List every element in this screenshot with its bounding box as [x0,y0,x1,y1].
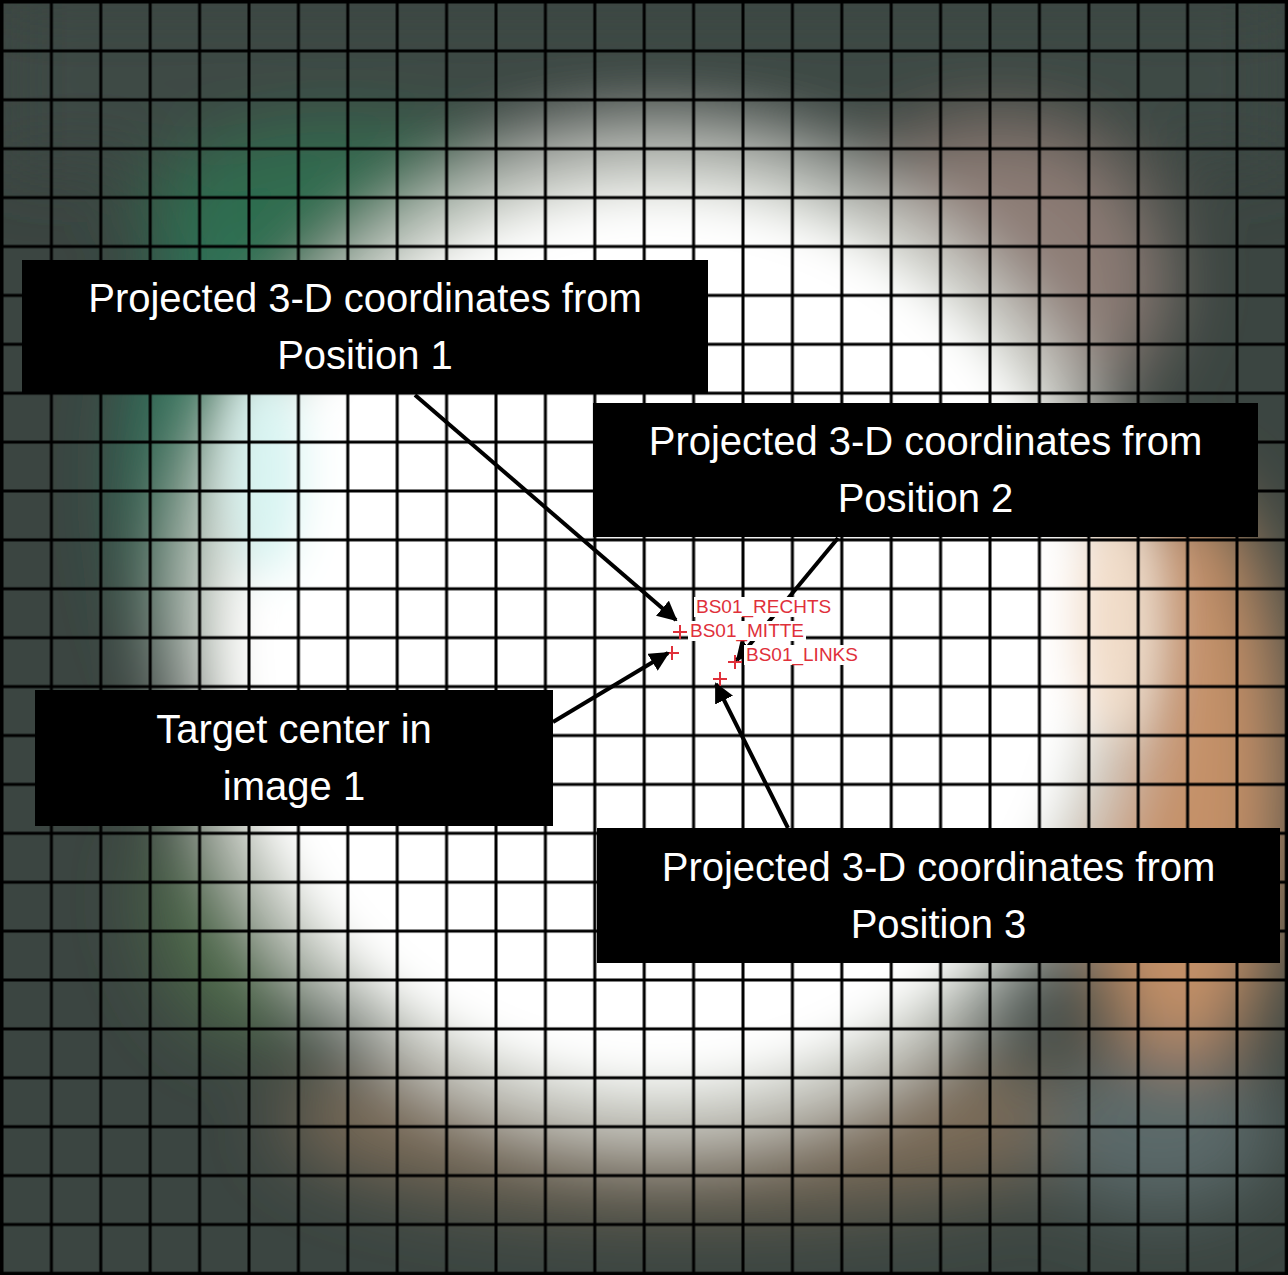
callout-box: Projected 3-D coordinates from Position … [593,403,1258,537]
point-label: BS01_RECHTS [694,597,833,617]
callout-box: Projected 3-D coordinates from Position … [597,828,1280,963]
point-label: BS01_LINKS [744,645,860,665]
leader-arrow [716,684,788,828]
callout-text: Projected 3-D coordinates from Position … [72,270,658,384]
callout-text: Projected 3-D coordinates from Position … [651,839,1226,953]
callout-box: Projected 3-D coordinates from Position … [22,260,708,394]
callout-box: Target center in image 1 [35,690,553,826]
point-label: BS01_MITTE [688,621,806,641]
callout-text: Projected 3-D coordinates from Position … [641,413,1210,527]
callout-text: Target center in image 1 [113,701,475,815]
leader-arrow [553,653,668,722]
